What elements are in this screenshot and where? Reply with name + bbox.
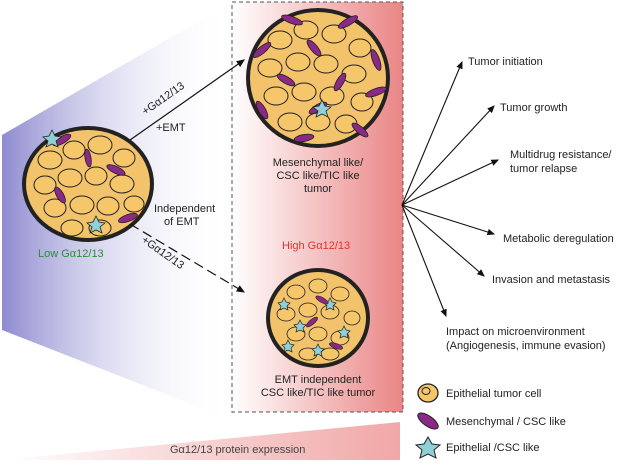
lower-arrow-label-2: of EMT (164, 216, 200, 228)
emt-tumor-line-2: CSC like/TIC like tumor (260, 387, 376, 399)
lower-arrow (129, 223, 246, 293)
upper-arrow (129, 59, 245, 141)
emt-independent-tumor-cluster (266, 268, 370, 368)
outcome-metabolic-deregulation: Metabolic deregulation (503, 233, 614, 245)
outcome-angiogenesis: (Angiogenesis, immune evasion) (446, 340, 606, 352)
epithelial-cell-icon (417, 383, 439, 403)
mesenchymal-cell-icon (417, 412, 439, 430)
high-expression-label: High Gα12/13 (282, 240, 351, 252)
low-tumor-cluster (22, 126, 154, 242)
emt-tumor-line-1: EMT independent (274, 374, 362, 386)
legend-epithelial-label: Epithelial tumor cell (446, 388, 542, 400)
outcome-microenvironment: Impact on microenvironment (446, 326, 585, 338)
lower-arrow-label-1: Independent (154, 203, 216, 215)
upper-arrow-label-2: +EMT (156, 122, 186, 134)
star-cell-icon (414, 435, 442, 459)
outcome-tumor-relapse: tumor relapse (510, 163, 578, 175)
low-expression-label: Low Gα12/13 (38, 248, 104, 260)
outcome-invasion-metastasis: Invasion and metastasis (492, 274, 611, 286)
outcome-arrows (401, 60, 499, 318)
outcome-tumor-growth: Tumor growth (500, 102, 568, 114)
emt-tumor-label: EMT independent CSC like/TIC like tumor (248, 374, 388, 400)
mesenchymal-tumor-label: Mesenchymal like/ CSC like/TIC like tumo… (258, 157, 378, 196)
mesenchymal-tumor-cluster (246, 8, 390, 148)
outcome-multidrug-resistance: Multidrug resistance/ (510, 149, 612, 161)
legend-mesenchymal-label: Mesenchymal / CSC like (446, 416, 566, 428)
expression-gradient-bar (2, 422, 400, 460)
expression-axis-label: Gα12/13 protein expression (170, 444, 306, 456)
mesenchymal-tumor-line-3: tumor (303, 183, 333, 195)
mesenchymal-tumor-line-1: Mesenchymal like/ (272, 157, 364, 169)
legend-star-label: Epithelial /CSC like (446, 442, 540, 454)
outcome-tumor-initiation: Tumor initiation (468, 56, 543, 68)
mesenchymal-tumor-line-2: CSC like/TIC like (276, 170, 360, 182)
